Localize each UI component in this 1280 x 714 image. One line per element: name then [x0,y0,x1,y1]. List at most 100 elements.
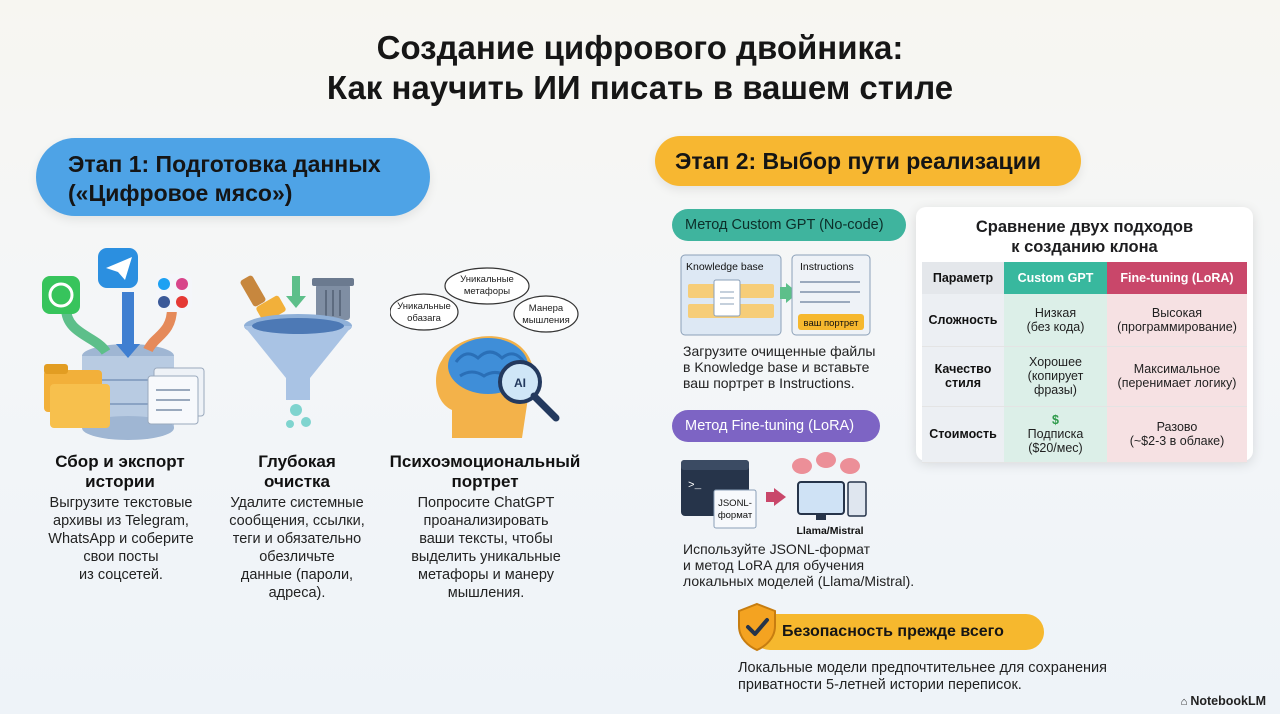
text-line: проанализировать [423,513,549,529]
method-fine-tuning-label: Метод Fine-tuning (LoRA) [685,418,855,434]
method-custom-gpt-description: Загрузите очищенные файлы в Knowledge ba… [683,343,913,391]
text-line: архивы из Telegram, [53,513,189,529]
stage-2-pill: Этап 2: Выбор пути реализации [655,136,1081,186]
cell-line: ($20/мес) [1028,441,1083,455]
header-fine-tuning: Fine-tuning (LoRA) [1107,262,1247,294]
text-line: сообщения, ссылки, [229,513,365,529]
cell-line: Хорошее [1029,355,1082,369]
cell-ft: Высокая (программирование) [1107,294,1247,347]
cell-param: Стоимость [922,406,1004,463]
text-line: WhatsApp и соберите [48,531,194,547]
cell-line: (без кода) [1026,319,1085,334]
cell-gpt: Низкая (без кода) [1004,294,1107,347]
desc-line: и метод LoRA для обучения [683,557,865,573]
text-line: адреса). [268,585,326,601]
comparison-title-line-1: Сравнение двух подходов [975,218,1194,236]
cell-line: Низкая [1034,305,1077,320]
funnel-cleaning-icon [240,275,354,428]
text-line: выделить уникальные [411,549,561,565]
portrait-chip: ваш портрет [804,318,860,329]
data-export-illustration-icon [42,248,205,440]
bubble-manner-line-1: Манера [529,303,564,314]
stage-1-col-3-heading: Психоэмоциональный портрет [382,452,588,492]
security-text-line: приватности 5-летней истории переписок. [738,677,1022,693]
cell-line: фразы) [1034,383,1077,397]
heading-line: Глубокая [258,452,336,471]
text-line: теги и обязательно [232,531,362,547]
stage-1-col-2-text: Удалите системные сообщения, ссылки, тег… [202,494,392,602]
text-line: обезличьте [259,549,335,565]
desc-line: локальных моделей (Llama/Mistral). [683,573,915,589]
stage-1-col-1-text: Выгрузите текстовые архивы из Telegram, … [26,494,216,584]
terminal-prompt: >_ [688,480,702,492]
comparison-card: Сравнение двух подходов к созданию клона… [916,207,1253,463]
bubble-metaphors-line-1: Уникальные [460,274,514,285]
cell-line: Качество [934,362,992,376]
table-header-row: Параметр Custom GPT Fine-tuning (LoRA) [922,262,1247,294]
method-fine-tuning-pill: Метод Fine-tuning (LoRA) [672,410,880,442]
text-line: ваши тексты, чтобы [419,531,553,547]
jsonl-file-line-2: формат [718,510,753,521]
cell-line: (~$2-3 в облаке) [1129,434,1225,448]
cell-line: Разово [1156,420,1198,434]
stage-1-pill: Этап 1: Подготовка данных («Цифровое мяс… [36,138,430,216]
text-line: Удалите системные [230,495,364,511]
heading-line: очистка [263,472,331,491]
security-label: Безопасность прежде всего [782,623,1004,640]
stage-1-col-1-heading: Сбор и экспорт истории [30,452,210,492]
header-custom-gpt: Custom GPT [1004,262,1107,294]
text-line: мышления. [447,585,525,601]
method-fine-tuning-description: Используйте JSONL-формат и метод LoRA дл… [683,541,933,589]
table-row: Сложность Низкая (без кода) Высокая (про… [922,294,1247,347]
cell-param: Сложность [922,294,1004,347]
table-row: Качество стиля Хорошее (копирует фразы) … [922,346,1247,407]
knowledge-base-label: Knowledge base [686,261,764,273]
shield-check-icon [738,602,776,652]
page-title: Создание цифрового двойника: Как научить… [0,28,1280,108]
brand-icon: ⌂ [1180,696,1191,708]
table-row: Стоимость $ Подписка ($20/мес) Разово (~… [922,406,1247,463]
cell-line: (программирование) [1117,319,1237,334]
security-text-line: Локальные модели предпочтительнее для со… [738,660,1107,676]
text-line: метафоры и манеру [418,567,554,583]
stage-1-label-line-2: («Цифровое мясо») [68,180,293,206]
cell-gpt: $ Подписка ($20/мес) [1004,406,1107,463]
cell-line: Высокая [1151,305,1203,320]
instructions-label: Instructions [800,261,854,273]
ai-head-icon: Уникальные метафоры Уникальные обазага М… [390,267,579,438]
cell-line: Стоимость [929,427,997,441]
text-line: из соцсетей. [79,567,163,583]
cell-line: Подписка [1027,427,1084,441]
method-custom-gpt-label: Метод Custom GPT (No-code) [685,217,884,233]
bubble-unique-line-1: Уникальные [397,301,451,312]
text-line: свои посты [83,549,159,565]
cell-line: Максимальное [1133,362,1221,376]
desc-line: Загрузите очищенные файлы [683,343,876,359]
stage-1-col-3-text: Попросите ChatGPT проанализировать ваши … [386,494,586,602]
stage-1-col-2-heading: Глубокая очистка [207,452,387,492]
header-param: Параметр [922,262,1004,294]
comparison-table: Параметр Custom GPT Fine-tuning (LoRA) С… [922,262,1247,463]
bubble-unique-line-2: обазага [407,313,442,324]
method-custom-gpt-pill: Метод Custom GPT (No-code) [672,209,906,241]
cell-line: Сложность [928,312,998,327]
text-line: Выгрузите текстовые [49,495,193,511]
model-label: Llama/Mistral [796,525,863,537]
stage-2-label: Этап 2: Выбор пути реализации [675,148,1041,174]
cell-ft: Максимальное (перенимает логику) [1107,346,1247,407]
heading-line: истории [85,472,155,491]
cell-param: Качество стиля [922,346,1004,407]
heading-line: Сбор и экспорт [55,452,185,471]
cell-line: стиля [945,376,981,390]
brand-watermark: ⌂ NotebookLM [1181,694,1266,709]
brand-label: NotebookLM [1190,694,1266,708]
security-text: Локальные модели предпочтительнее для со… [738,660,1107,694]
title-line-1: Создание цифрового двойника: [376,29,904,66]
cell-gpt: Хорошее (копирует фразы) [1004,346,1107,407]
stage-1-label-line-1: Этап 1: Подготовка данных [68,151,381,177]
comparison-title-line-2: к созданию клона [1011,238,1158,256]
desc-line: Используйте JSONL-формат [683,541,870,557]
desc-line: в Knowledge base и вставьте [683,359,870,375]
text-line: данные (пароли, [240,567,354,583]
cell-line: (перенимает логику) [1117,376,1237,390]
